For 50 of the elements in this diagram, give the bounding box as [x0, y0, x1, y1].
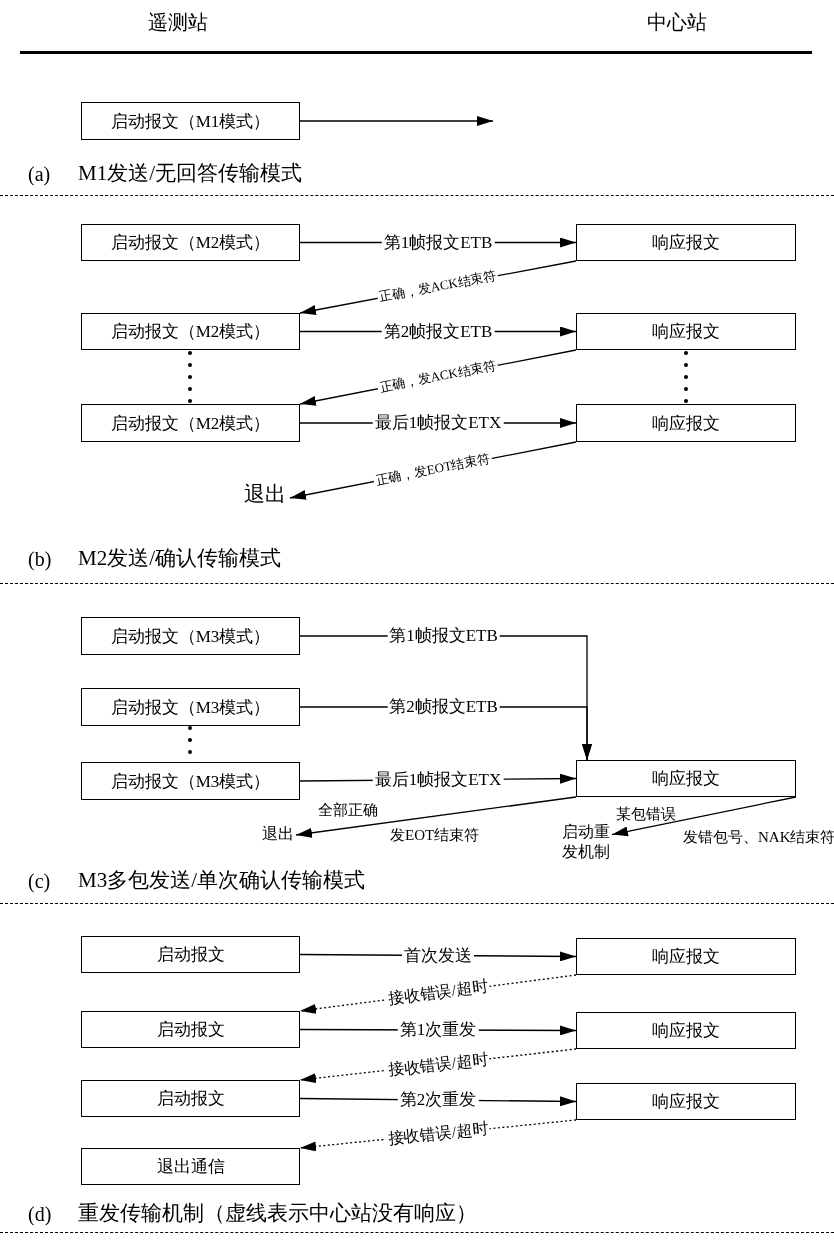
message-box: 启动报文（M2模式） [81, 224, 300, 261]
outcome-label: 退出 [240, 484, 290, 512]
panel-letter: (d) [28, 1202, 52, 1226]
message-box: 启动报文（M3模式） [81, 688, 300, 726]
message-box: 响应报文 [576, 938, 796, 975]
panel-letter: (b) [28, 547, 52, 571]
message-box: 启动报文（M3模式） [81, 617, 300, 655]
edge-label: 全部正确 [318, 802, 378, 820]
message-box: 启动报文（M2模式） [81, 404, 300, 442]
outcome-label: 退出 [260, 824, 296, 846]
edge-label: 接收错误/超时 [385, 977, 491, 1009]
edge-label: 第1次重发 [397, 1020, 479, 1040]
column-header: 中心站 [647, 10, 707, 34]
edge-label: 第1帧报文ETB [381, 232, 495, 253]
panel-caption: M3多包发送/单次确认传输模式 [78, 868, 365, 894]
arrow [295, 796, 577, 838]
panel-letter: (a) [28, 162, 51, 186]
outcome-label: 启动重发机制 [562, 822, 612, 864]
message-box: 响应报文 [576, 760, 796, 797]
edge-label: 正确，发EOT结束符 [372, 451, 494, 489]
panel-caption: 重发传输机制（虚线表示中心站没有响应） [78, 1201, 477, 1227]
edge-label: 某包错误 [616, 806, 676, 824]
message-box: 响应报文 [576, 1083, 796, 1120]
message-box: 退出通信 [81, 1148, 300, 1185]
message-box: 启动报文 [81, 936, 300, 973]
panel-letter: (c) [28, 869, 51, 893]
edge-label: 第1帧报文ETB [387, 626, 500, 646]
edge-label: 第2帧报文ETB [387, 697, 500, 717]
edge-label: 第2次重发 [397, 1090, 479, 1110]
edge-label: 最后1帧报文ETX [372, 413, 504, 433]
edge-note: 发EOT结束符 [390, 826, 480, 844]
edge-label: 接收错误/超时 [385, 1119, 491, 1149]
message-box: 启动报文（M3模式） [81, 762, 300, 800]
message-box: 响应报文 [576, 224, 796, 261]
panel-caption: M1发送/无回答传输模式 [78, 161, 302, 187]
column-header: 遥测站 [148, 10, 208, 34]
arrow [299, 116, 494, 126]
message-box: 启动报文（M1模式） [81, 102, 300, 140]
edge-label: 最后1帧报文ETX [372, 770, 504, 790]
message-box: 响应报文 [576, 313, 796, 350]
arrow [611, 796, 797, 837]
edge-label: 接收错误/超时 [385, 1049, 491, 1080]
edge-label: 第2帧报文ETB [381, 321, 495, 342]
message-box: 响应报文 [576, 1012, 796, 1049]
edge-label: 首次发送 [402, 945, 474, 966]
message-box: 启动报文（M2模式） [81, 313, 300, 350]
message-box: 启动报文 [81, 1011, 300, 1048]
message-box: 响应报文 [576, 404, 796, 442]
panel-caption: M2发送/确认传输模式 [78, 546, 281, 572]
message-box: 启动报文 [81, 1080, 300, 1117]
